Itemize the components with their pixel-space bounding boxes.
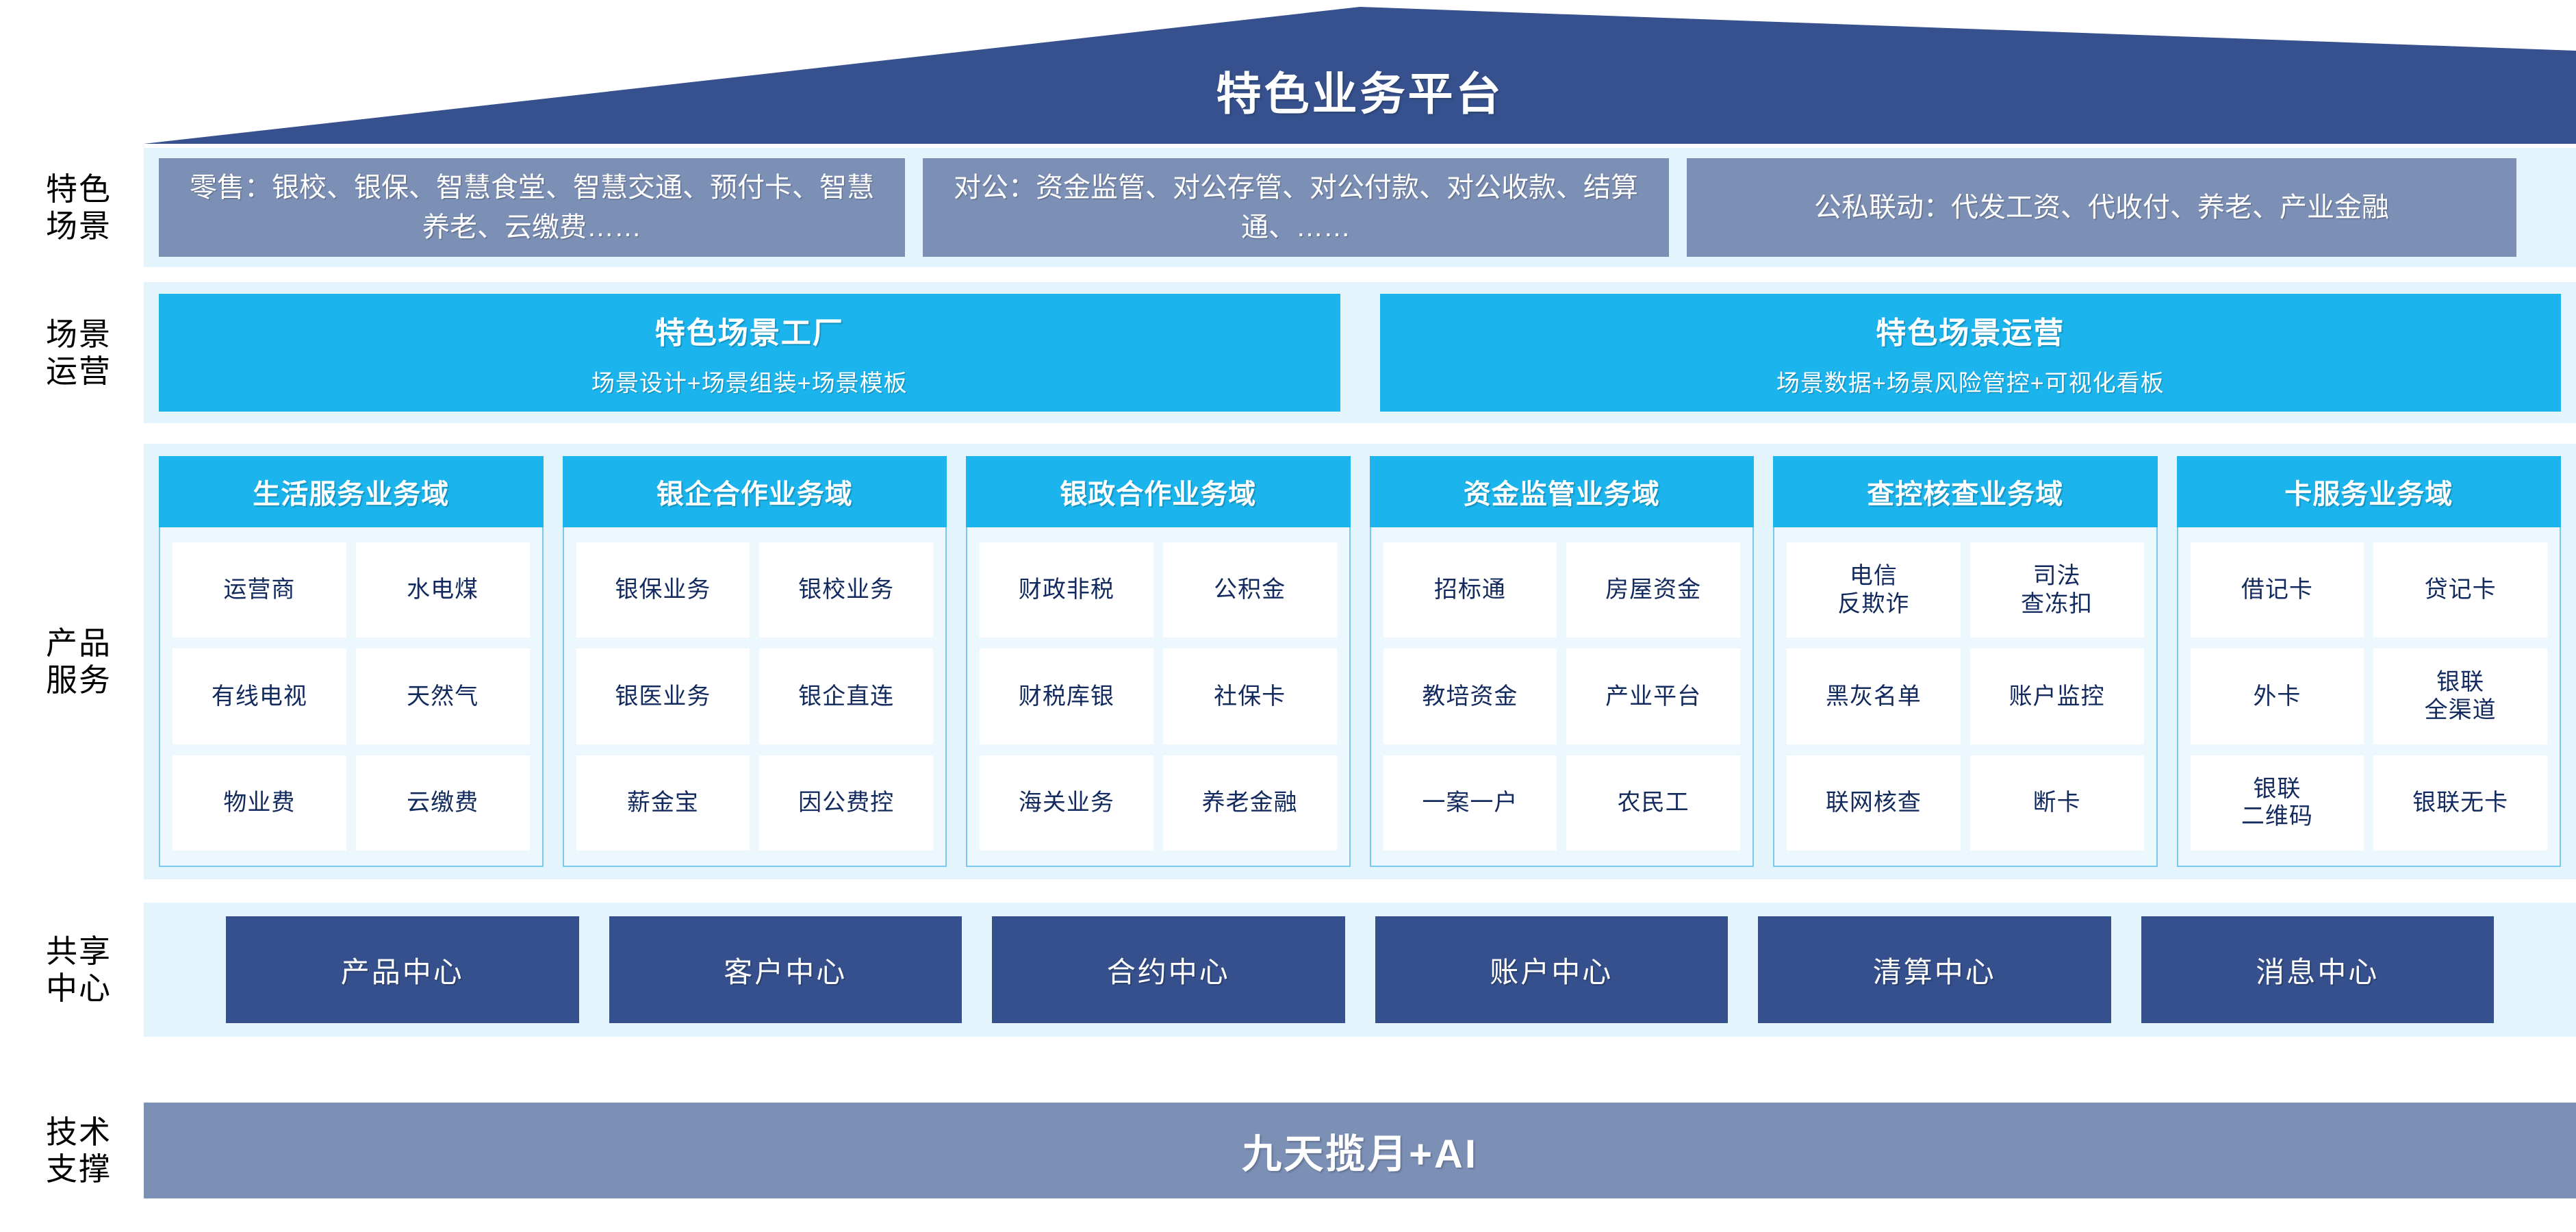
domain-header[interactable]: 银政合作业务域 — [966, 456, 1351, 527]
domain-item[interactable]: 银联无卡 — [2373, 755, 2547, 851]
domain-item-grid: 电信反欺诈司法查冻扣黑灰名单账户监控联网核查断卡 — [1773, 527, 2158, 867]
domain-header[interactable]: 资金监管业务域 — [1369, 456, 1754, 527]
domain-column: 银政合作业务域财政非税公积金财税库银社保卡海关业务养老金融 — [966, 456, 1351, 867]
domain-item[interactable]: 借记卡 — [2190, 542, 2364, 638]
domain-item[interactable]: 银联全渠道 — [2373, 649, 2547, 744]
domain-item[interactable]: 财政非税 — [980, 542, 1153, 638]
domain-header[interactable]: 银企合作业务域 — [562, 456, 947, 527]
domain-item[interactable]: 银联二维码 — [2190, 755, 2364, 851]
domain-item[interactable]: 因公费控 — [759, 755, 933, 851]
domain-item[interactable]: 云缴费 — [355, 755, 530, 851]
domain-item[interactable]: 招标通 — [1383, 542, 1557, 638]
shared-center-box[interactable]: 产品中心 — [226, 916, 579, 1023]
scene-operation-panel: 特色场景工厂 场景设计+场景组装+场景模板 特色场景运营 场景数据+场景风险管控… — [144, 282, 2576, 423]
op-box-scene-operation[interactable]: 特色场景运营 场景数据+场景风险管控+可视化看板 — [1379, 294, 2561, 412]
platform-title-banner: 特色业务平台 — [144, 7, 2576, 144]
page-title: 特色业务平台 — [1216, 68, 1504, 119]
domain-item[interactable]: 水电煤 — [355, 542, 530, 638]
domain-item[interactable]: 运营商 — [173, 542, 346, 638]
domain-item[interactable]: 账户监控 — [1969, 649, 2144, 744]
domain-item[interactable]: 银企直连 — [759, 649, 933, 744]
domain-item-grid: 招标通房屋资金教培资金产业平台一案一户农民工 — [1369, 527, 1754, 867]
scene-box-public-private[interactable]: 公私联动：代发工资、代收付、养老、产业金融 — [1687, 158, 2516, 257]
domain-item[interactable]: 房屋资金 — [1566, 542, 1740, 638]
domain-column: 卡服务业务域借记卡贷记卡外卡银联全渠道银联二维码银联无卡 — [2176, 456, 2561, 867]
domain-item[interactable]: 贷记卡 — [2373, 542, 2547, 638]
special-scenes-panel: 零售：银校、银保、智慧食堂、智慧交通、预付卡、智慧养老、云缴费…… 对公：资金监… — [144, 148, 2576, 267]
domain-item-grid: 财政非税公积金财税库银社保卡海关业务养老金融 — [966, 527, 1351, 867]
product-services-panel: 生活服务业务域运营商水电煤有线电视天然气物业费云缴费银企合作业务域银保业务银校业… — [144, 444, 2576, 879]
domain-header[interactable]: 卡服务业务域 — [2176, 456, 2561, 527]
domain-column: 查控核查业务域电信反欺诈司法查冻扣黑灰名单账户监控联网核查断卡 — [1773, 456, 2158, 867]
domain-item[interactable]: 联网核查 — [1787, 755, 1961, 851]
domain-column: 银企合作业务域银保业务银校业务银医业务银企直连薪金宝因公费控 — [562, 456, 947, 867]
domain-item-grid: 借记卡贷记卡外卡银联全渠道银联二维码银联无卡 — [2176, 527, 2561, 867]
scene-box-corporate[interactable]: 对公：资金监管、对公存管、对公付款、对公收款、结算通、…… — [923, 158, 1669, 257]
op-title-scene-factory: 特色场景工厂 — [654, 316, 844, 350]
domain-item[interactable]: 银医业务 — [576, 649, 750, 744]
domain-item[interactable]: 产业平台 — [1566, 649, 1740, 744]
row-label-tech-support: 技术支撑 — [46, 1114, 112, 1187]
domain-item[interactable]: 电信反欺诈 — [1787, 542, 1961, 638]
shared-center-box[interactable]: 消息中心 — [2141, 916, 2494, 1023]
shared-center-box[interactable]: 客户中心 — [609, 916, 962, 1023]
domain-item[interactable]: 外卡 — [2190, 649, 2364, 744]
domain-item[interactable]: 薪金宝 — [576, 755, 750, 851]
domain-item[interactable]: 黑灰名单 — [1787, 649, 1961, 744]
domain-column: 资金监管业务域招标通房屋资金教培资金产业平台一案一户农民工 — [1369, 456, 1754, 867]
domain-item[interactable]: 银保业务 — [576, 542, 750, 638]
shared-centers-panel: 产品中心客户中心合约中心账户中心清算中心消息中心 — [144, 903, 2576, 1037]
domain-item[interactable]: 断卡 — [1969, 755, 2144, 851]
domain-item-grid: 运营商水电煤有线电视天然气物业费云缴费 — [159, 527, 544, 867]
domain-item[interactable]: 有线电视 — [173, 649, 346, 744]
row-label-special-scenes: 特色场景 — [46, 171, 112, 244]
op-box-scene-factory[interactable]: 特色场景工厂 场景设计+场景组装+场景模板 — [159, 294, 1340, 412]
domain-item[interactable]: 社保卡 — [1162, 649, 1337, 744]
op-sub-scene-operation: 场景数据+场景风险管控+可视化看板 — [1776, 370, 2165, 397]
domain-item[interactable]: 物业费 — [173, 755, 346, 851]
domain-item-grid: 银保业务银校业务银医业务银企直连薪金宝因公费控 — [562, 527, 947, 867]
domain-header[interactable]: 查控核查业务域 — [1773, 456, 2158, 527]
shared-center-box[interactable]: 清算中心 — [1758, 916, 2111, 1023]
row-label-product-services: 产品服务 — [46, 625, 112, 698]
tech-support-bar[interactable]: 九天揽月+AI — [144, 1103, 2576, 1198]
domain-item[interactable]: 司法查冻扣 — [1969, 542, 2144, 638]
op-sub-scene-factory: 场景设计+场景组装+场景模板 — [591, 370, 908, 397]
domain-item[interactable]: 农民工 — [1566, 755, 1740, 851]
tech-support-panel: 九天揽月+AI — [144, 1090, 2576, 1211]
row-label-shared-centers: 共享中心 — [46, 933, 112, 1006]
domain-item[interactable]: 公积金 — [1162, 542, 1337, 638]
domain-item[interactable]: 教培资金 — [1383, 649, 1557, 744]
domain-column: 生活服务业务域运营商水电煤有线电视天然气物业费云缴费 — [159, 456, 544, 867]
scene-box-retail[interactable]: 零售：银校、银保、智慧食堂、智慧交通、预付卡、智慧养老、云缴费…… — [159, 158, 905, 257]
shared-center-box[interactable]: 账户中心 — [1375, 916, 1728, 1023]
domain-item[interactable]: 天然气 — [355, 649, 530, 744]
domain-item[interactable]: 银校业务 — [759, 542, 933, 638]
row-label-scene-operation: 场景运营 — [46, 316, 112, 389]
shared-center-box[interactable]: 合约中心 — [992, 916, 1345, 1023]
domain-item[interactable]: 养老金融 — [1162, 755, 1337, 851]
domain-header[interactable]: 生活服务业务域 — [159, 456, 544, 527]
domain-item[interactable]: 一案一户 — [1383, 755, 1557, 851]
op-title-scene-operation: 特色场景运营 — [1876, 316, 2065, 350]
domain-item[interactable]: 海关业务 — [980, 755, 1153, 851]
domain-item[interactable]: 财税库银 — [980, 649, 1153, 744]
